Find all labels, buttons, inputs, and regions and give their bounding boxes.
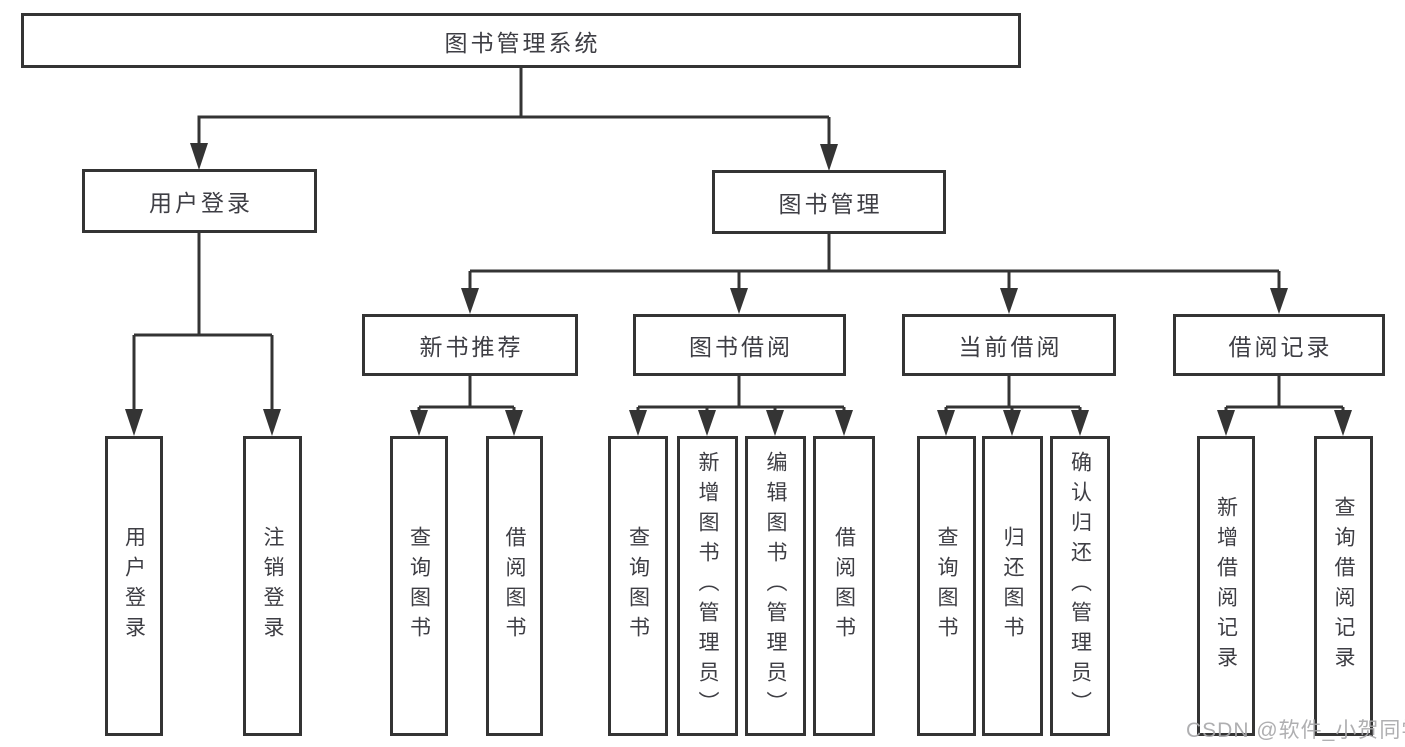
csdn-watermark: CSDN @软件_小贺同学 <box>1186 719 1405 742</box>
leaf-borrow-books: 借阅图书 <box>813 436 875 736</box>
node-label: 借阅记录 <box>1228 334 1333 360</box>
node-label: 查询图书 <box>626 526 650 646</box>
node-label: 新增借阅记录 <box>1214 496 1238 676</box>
leaf-query-borrow-record: 查询借阅记录 <box>1314 436 1373 736</box>
node-borrow-record: 借阅记录 <box>1173 314 1385 376</box>
node-label: 查询图书 <box>407 526 431 646</box>
node-label: 编辑图书（管理员） <box>764 451 787 721</box>
node-label: 查询图书 <box>935 526 958 646</box>
leaf-query-books-current: 查询图书 <box>917 436 976 736</box>
leaf-add-books-admin: 新增图书（管理员） <box>677 436 738 736</box>
node-label: 新书推荐 <box>419 334 524 360</box>
node-label: 借阅图书 <box>832 526 856 646</box>
node-book-borrow: 图书借阅 <box>633 314 846 376</box>
node-label: 注销登录 <box>261 526 284 646</box>
leaf-logout: 注销登录 <box>243 436 302 736</box>
node-library-management-system: 图书管理系统 <box>21 13 1021 68</box>
node-current-borrow: 当前借阅 <box>902 314 1116 376</box>
leaf-edit-books-admin: 编辑图书（管理员） <box>745 436 806 736</box>
node-label: 用户登录 <box>122 526 146 646</box>
arrowheads <box>125 143 1352 436</box>
leaf-add-borrow-record: 新增借阅记录 <box>1197 436 1255 736</box>
node-label: 图书管理 <box>778 191 883 217</box>
leaf-query-books-recommend: 查询图书 <box>390 436 448 736</box>
leaf-query-books-borrow: 查询图书 <box>608 436 668 736</box>
node-label: 确认归还（管理员） <box>1068 451 1092 721</box>
node-user-login: 用户登录 <box>82 169 317 233</box>
leaf-user-login: 用户登录 <box>105 436 163 736</box>
node-label: 用户登录 <box>149 190 253 216</box>
node-new-book-recommend: 新书推荐 <box>362 314 578 376</box>
leaf-confirm-return-admin: 确认归还（管理员） <box>1050 436 1110 736</box>
node-label: 图书管理系统 <box>444 29 601 56</box>
node-label: 图书借阅 <box>689 334 793 360</box>
node-label: 查询借阅记录 <box>1332 496 1355 676</box>
node-book-management: 图书管理 <box>712 170 946 234</box>
node-label: 新增图书（管理员） <box>696 451 719 721</box>
node-label: 归还图书 <box>1001 526 1024 646</box>
node-label: 借阅图书 <box>503 526 526 646</box>
leaf-return-books: 归还图书 <box>982 436 1043 736</box>
leaf-borrow-books-recommend: 借阅图书 <box>486 436 543 736</box>
node-label: 当前借阅 <box>958 334 1063 360</box>
